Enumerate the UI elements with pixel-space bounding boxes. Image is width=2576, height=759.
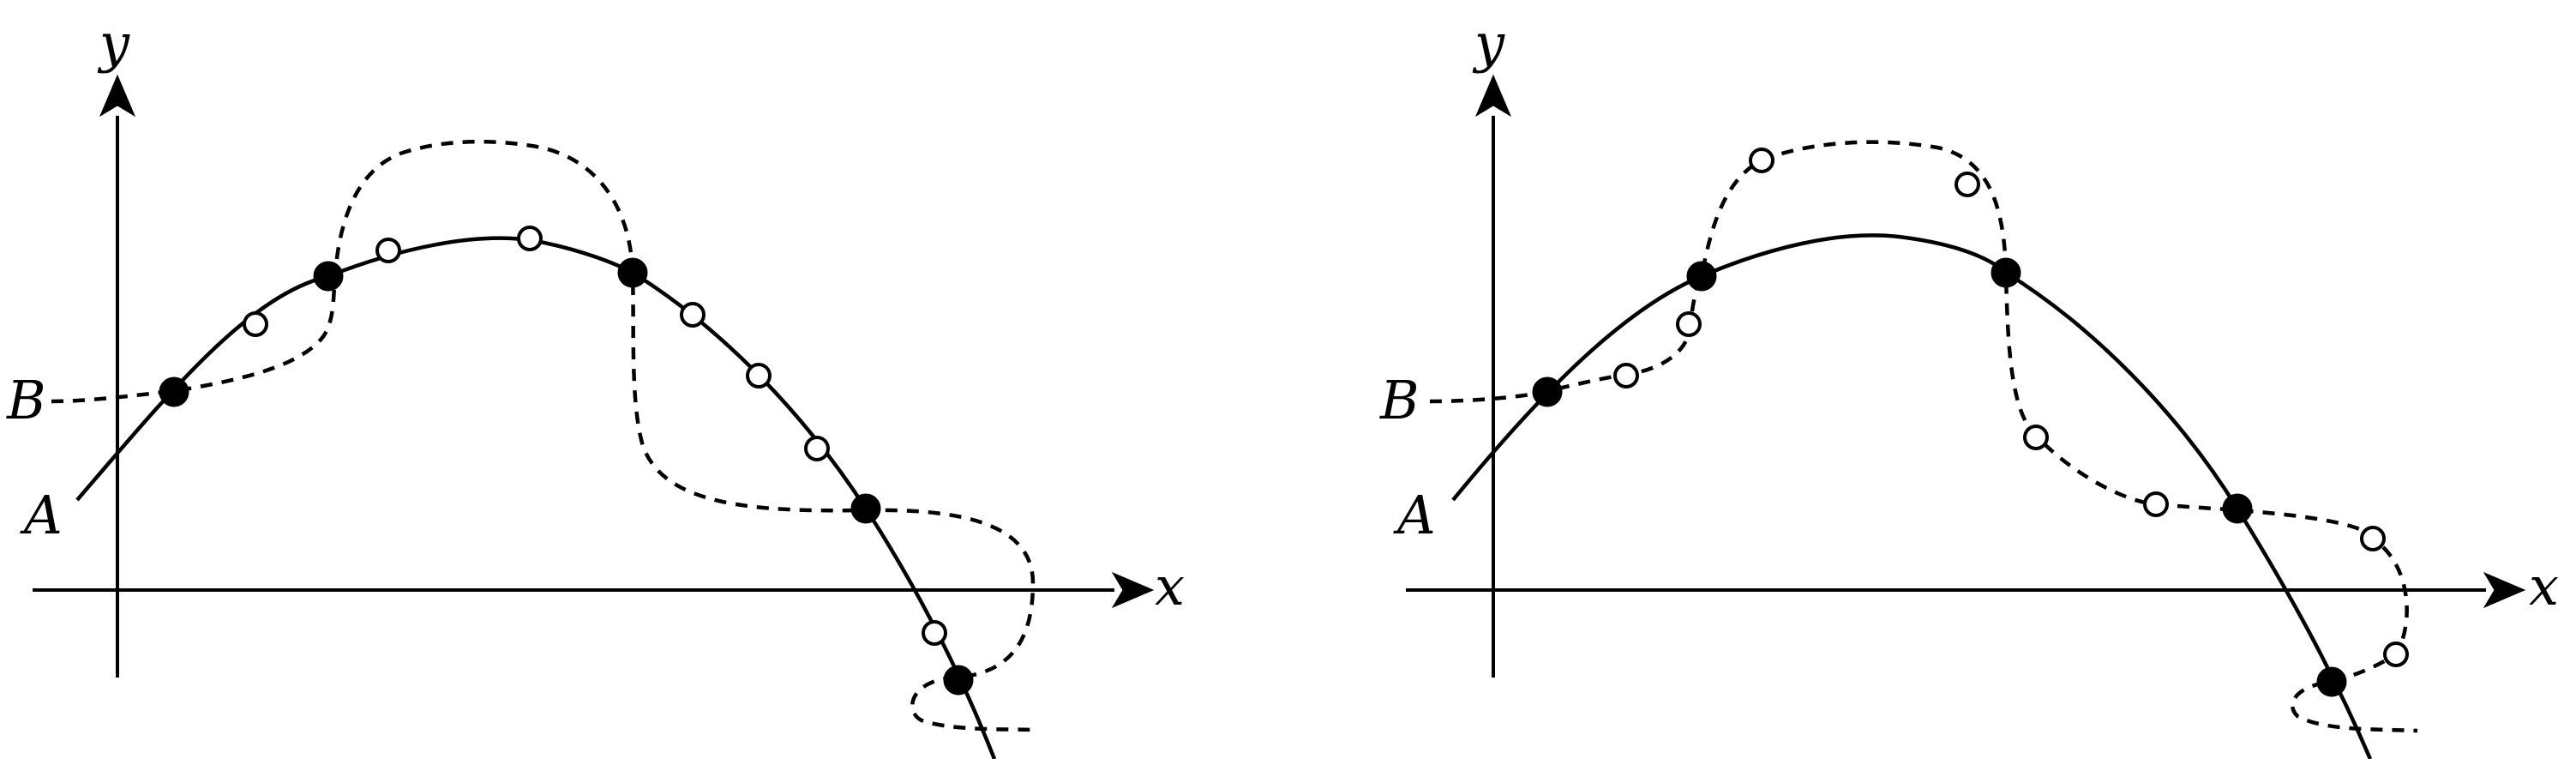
left-x-axis-arrowhead (1111, 571, 1155, 609)
right-curve-b (1429, 140, 2418, 733)
right-filled-point (1686, 261, 1717, 292)
left-open-point (243, 311, 268, 337)
right-curve-a-label: A (1393, 484, 1436, 546)
left-filled-point (313, 261, 344, 292)
left-filled-point (850, 493, 881, 524)
left-open-point (375, 238, 401, 263)
left-panel: y x B A (6, 12, 1185, 759)
right-y-axis-label: y (1472, 12, 1505, 75)
left-open-point (680, 302, 706, 328)
right-y-axis-arrowhead (1474, 74, 1512, 117)
right-x-axis-label: x (2529, 555, 2559, 617)
left-curve-b (51, 139, 1038, 732)
right-open-point (1613, 363, 1639, 389)
left-filled-point (617, 257, 648, 288)
left-open-point (804, 436, 830, 461)
left-open-point (746, 363, 772, 389)
right-open-point (2023, 425, 2049, 450)
right-curve-a (1451, 233, 2373, 759)
right-open-point (2383, 642, 2409, 667)
left-y-axis-label: y (97, 12, 130, 75)
right-open-point (2143, 491, 2169, 517)
right-open-point (2360, 526, 2386, 551)
right-panel: y x B A (1379, 12, 2559, 759)
right-filled-point (1991, 257, 2021, 288)
right-filled-point (2222, 493, 2253, 524)
left-curve-a-label: A (20, 484, 63, 546)
right-open-point (1676, 311, 1702, 337)
left-curve-b-label: B (6, 369, 46, 431)
left-filled-point (943, 665, 974, 696)
right-curve-b-label: B (1379, 369, 1420, 431)
left-x-axis-label: x (1155, 555, 1185, 617)
left-open-point (517, 226, 543, 251)
right-filled-point (2316, 666, 2347, 697)
right-open-point (1749, 148, 1774, 173)
right-x-axis-arrowhead (2483, 571, 2526, 609)
left-filled-point (159, 376, 189, 407)
right-open-point (1955, 172, 1980, 197)
left-open-point (922, 620, 947, 646)
right-filled-point (1532, 376, 1563, 407)
left-y-axis-arrowhead (99, 74, 136, 117)
left-curve-a (75, 236, 997, 759)
